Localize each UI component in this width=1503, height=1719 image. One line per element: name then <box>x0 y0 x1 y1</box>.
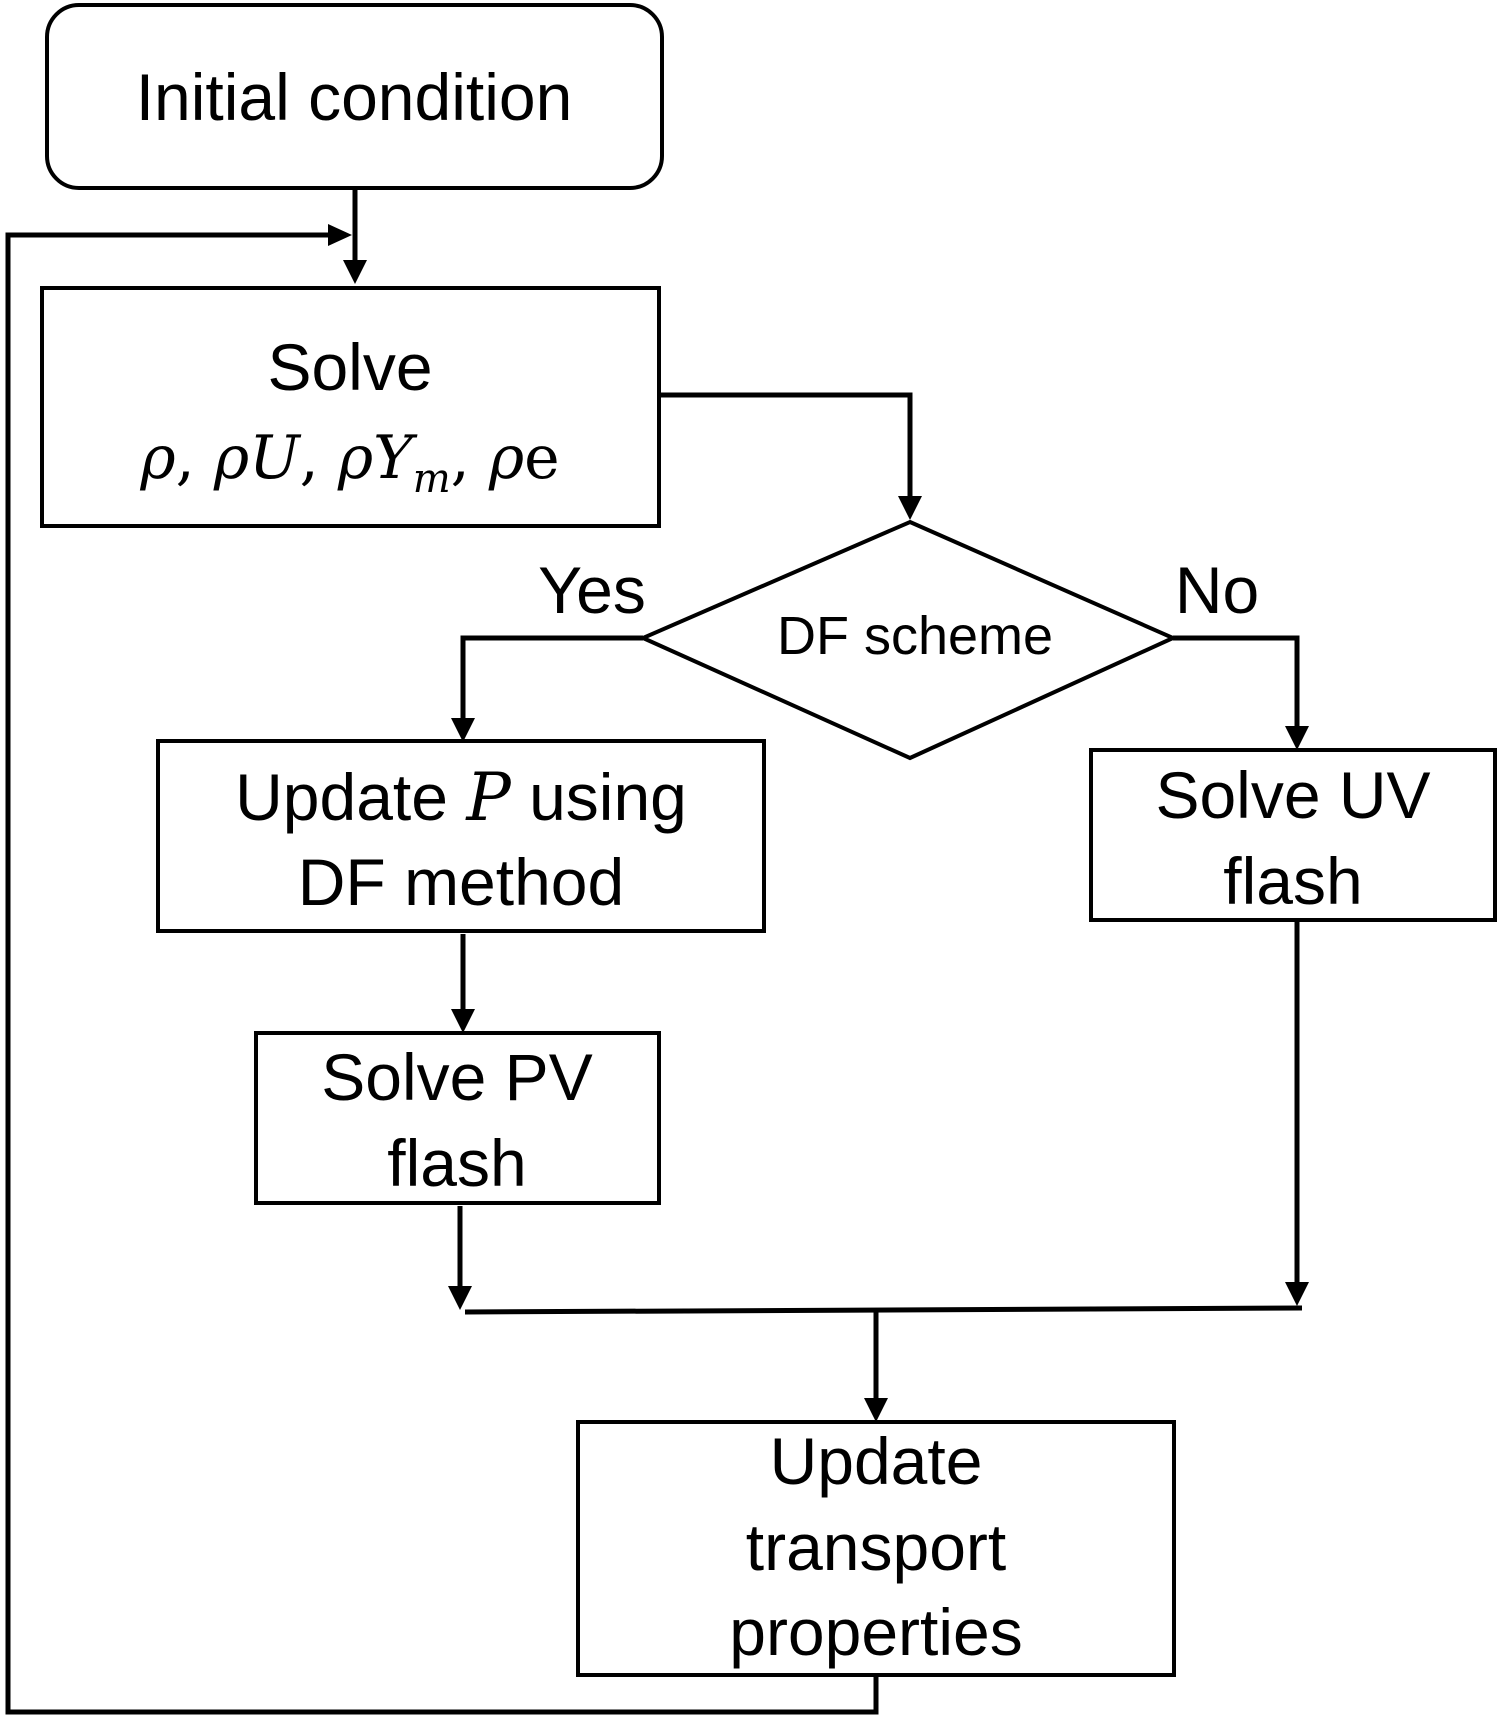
update-transport-line2: transport <box>746 1510 1006 1584</box>
arrowhead-decision <box>898 496 922 520</box>
arrowhead-merge-left <box>448 1286 472 1310</box>
node-update-p: Update P using DF method <box>156 739 766 933</box>
yes-label: Yes <box>538 553 646 627</box>
arrowhead-solve-uv <box>1285 726 1309 750</box>
solve-title: Solve <box>267 330 432 404</box>
connectors <box>5 190 1309 1715</box>
arrowhead-merge-right <box>1285 1282 1309 1306</box>
arrowhead-loop-back <box>328 224 352 246</box>
node-update-transport: Update transport properties <box>576 1420 1176 1677</box>
decision-label: DF scheme <box>777 606 1053 666</box>
no-label: No <box>1175 553 1259 627</box>
solve-pv-line2: flash <box>387 1126 526 1200</box>
arrowhead-solve-pv <box>451 1009 475 1033</box>
update-transport-line3: properties <box>729 1595 1023 1669</box>
solve-variables-formula: ρ, ρU, ρYm, ρe <box>139 423 559 502</box>
arrowhead-transport <box>864 1398 888 1422</box>
node-decision-df-scheme: DF scheme <box>638 519 1178 761</box>
connector-yes-branch <box>460 635 643 720</box>
arrowhead-update-p <box>451 718 475 742</box>
solve-uv-line1: Solve UV <box>1155 758 1430 832</box>
update-p-line2: DF method <box>298 845 624 919</box>
connector-merge-line <box>464 1305 1303 1315</box>
connector-no-branch <box>1173 635 1300 728</box>
update-p-line1: Update P using <box>235 759 687 836</box>
node-solve-uv-flash: Solve UV flash <box>1089 748 1497 922</box>
pressure-variable: P <box>465 759 512 836</box>
solve-uv-line2: flash <box>1223 844 1362 918</box>
solve-pv-line1: Solve PV <box>321 1040 592 1114</box>
connector-loop-back <box>5 232 879 1715</box>
connector-solve-to-decision <box>660 392 913 498</box>
arrowhead-solve <box>343 260 367 284</box>
initial-condition-label: Initial condition <box>136 60 573 134</box>
update-transport-line1: Update <box>770 1424 983 1498</box>
node-solve-variables: Solve ρ, ρU, ρYm, ρe <box>40 286 661 528</box>
node-initial-condition: Initial condition <box>45 3 664 190</box>
node-solve-pv-flash: Solve PV flash <box>254 1031 661 1205</box>
